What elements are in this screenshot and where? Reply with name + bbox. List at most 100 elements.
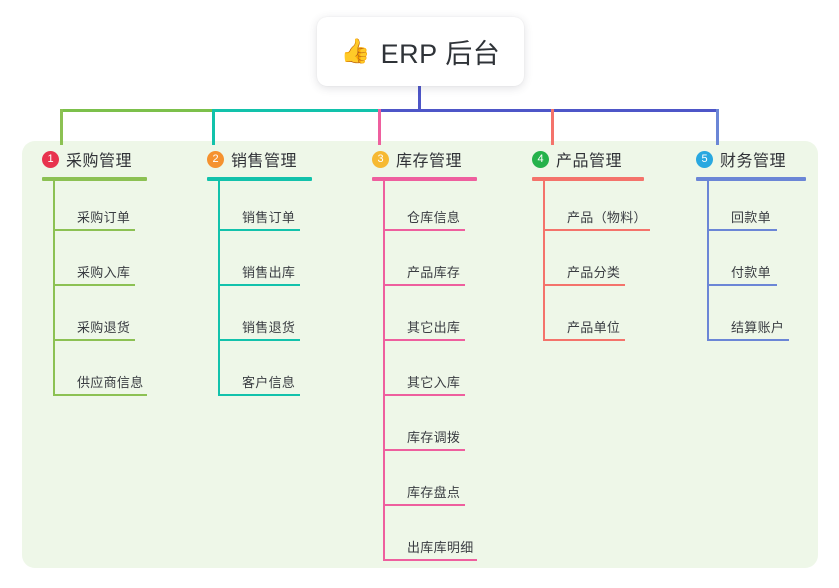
column-header-sales[interactable]: 2 销售管理 bbox=[207, 148, 312, 170]
menu-item-rule bbox=[707, 339, 789, 341]
menu-item[interactable]: 付款单 bbox=[707, 262, 777, 286]
menu-item[interactable]: 结算账户 bbox=[707, 317, 789, 341]
menu-item[interactable]: 采购入库 bbox=[53, 262, 135, 286]
column-title-sales: 销售管理 bbox=[231, 153, 298, 170]
menu-item[interactable]: 库存盘点 bbox=[383, 482, 465, 506]
menu-item[interactable]: 其它出库 bbox=[383, 317, 465, 341]
menu-item[interactable]: 采购订单 bbox=[53, 207, 135, 231]
column-badge-finance: 5 bbox=[696, 150, 713, 168]
column-spine-finance bbox=[707, 181, 709, 341]
menu-item[interactable]: 客户信息 bbox=[218, 372, 300, 396]
menu-item-label: 供应商信息 bbox=[77, 375, 144, 390]
page-title: ERP 后台 bbox=[380, 39, 501, 69]
bus-violet bbox=[378, 109, 719, 112]
menu-item-label: 客户信息 bbox=[242, 375, 296, 390]
column-badge-sales: 2 bbox=[207, 150, 224, 168]
menu-item[interactable]: 销售出库 bbox=[218, 262, 300, 286]
menu-item[interactable]: 采购退货 bbox=[53, 317, 135, 341]
menu-item-rule bbox=[543, 229, 650, 231]
menu-item[interactable]: 销售订单 bbox=[218, 207, 300, 231]
menu-item-label: 产品单位 bbox=[567, 320, 621, 335]
menu-item[interactable]: 产品（物料） bbox=[543, 207, 650, 231]
menu-item-label: 销售退货 bbox=[242, 320, 296, 335]
column-product: 4 产品管理产品（物料） 产品分类产品单位 bbox=[532, 148, 650, 341]
menu-item-label: 库存盘点 bbox=[407, 485, 461, 500]
menu-item[interactable]: 销售退货 bbox=[218, 317, 300, 341]
menu-item-rule bbox=[218, 339, 300, 341]
content-panel bbox=[22, 141, 818, 568]
connector-drop-purchase bbox=[60, 109, 63, 145]
menu-item-rule bbox=[383, 284, 465, 286]
connector-drop-inventory bbox=[378, 109, 381, 145]
column-header-finance[interactable]: 5 财务管理 bbox=[696, 148, 806, 170]
column-spine-sales bbox=[218, 181, 220, 396]
root-title-card[interactable]: 👍 ERP 后台 bbox=[317, 17, 524, 86]
menu-item-rule bbox=[707, 284, 777, 286]
menu-item[interactable]: 其它入库 bbox=[383, 372, 465, 396]
menu-item-label: 采购订单 bbox=[77, 210, 131, 225]
menu-item-label: 产品分类 bbox=[567, 265, 621, 280]
menu-item-label: 出库库明细 bbox=[407, 540, 474, 555]
column-underline-sales bbox=[207, 177, 312, 181]
bus-teal bbox=[212, 109, 378, 112]
menu-item[interactable]: 出库库明细 bbox=[383, 537, 477, 561]
menu-item-rule bbox=[383, 504, 465, 506]
column-title-product: 产品管理 bbox=[556, 153, 623, 170]
menu-item-rule bbox=[707, 229, 777, 231]
column-badge-inventory: 3 bbox=[372, 150, 389, 168]
menu-item-label: 仓库信息 bbox=[407, 210, 461, 225]
menu-item[interactable]: 产品单位 bbox=[543, 317, 625, 341]
menu-item-rule bbox=[543, 339, 625, 341]
menu-item[interactable]: 产品分类 bbox=[543, 262, 625, 286]
menu-item-label: 采购入库 bbox=[77, 265, 131, 280]
menu-item-label: 销售订单 bbox=[242, 210, 296, 225]
column-inventory: 3 库存管理仓库信息产品库存其它出库其它入库库存调拨库存盘点出库库明细 bbox=[372, 148, 477, 561]
menu-item-rule bbox=[383, 559, 477, 561]
thumbs-up-icon: 👍 bbox=[340, 37, 371, 65]
menu-item-label: 库存调拨 bbox=[407, 430, 461, 445]
menu-item-rule bbox=[383, 229, 465, 231]
menu-item-label: 销售出库 bbox=[242, 265, 296, 280]
menu-item-rule bbox=[53, 229, 135, 231]
menu-item-label: 付款单 bbox=[731, 265, 771, 280]
menu-item[interactable]: 仓库信息 bbox=[383, 207, 465, 231]
menu-item-label: 回款单 bbox=[731, 210, 771, 225]
column-title-finance: 财务管理 bbox=[720, 153, 787, 170]
column-underline-finance bbox=[696, 177, 806, 181]
column-spine-product bbox=[543, 181, 545, 341]
menu-item-rule bbox=[53, 284, 135, 286]
connector-drop-sales bbox=[212, 109, 215, 145]
menu-item-label: 产品库存 bbox=[407, 265, 461, 280]
menu-item[interactable]: 产品库存 bbox=[383, 262, 465, 286]
bus-green bbox=[60, 109, 212, 112]
column-header-product[interactable]: 4 产品管理 bbox=[532, 148, 644, 170]
menu-item-rule bbox=[218, 229, 300, 231]
menu-item[interactable]: 库存调拨 bbox=[383, 427, 465, 451]
menu-item-label: 其它入库 bbox=[407, 375, 461, 390]
menu-item-label: 其它出库 bbox=[407, 320, 461, 335]
root-connector-stem bbox=[418, 84, 421, 111]
column-badge-product: 4 bbox=[532, 150, 549, 168]
menu-item-rule bbox=[383, 449, 465, 451]
menu-item-label: 结算账户 bbox=[731, 320, 785, 335]
column-title-inventory: 库存管理 bbox=[396, 153, 463, 170]
column-sales: 2 销售管理销售订单销售出库销售退货客户信息 bbox=[207, 148, 312, 396]
menu-item-label: 产品（物料） bbox=[567, 210, 647, 225]
column-underline-purchase bbox=[42, 177, 147, 181]
connector-drop-product bbox=[551, 109, 554, 145]
column-underline-inventory bbox=[372, 177, 477, 181]
column-header-inventory[interactable]: 3 库存管理 bbox=[372, 148, 477, 170]
column-spine-purchase bbox=[53, 181, 55, 396]
menu-item-rule bbox=[53, 394, 147, 396]
menu-item-rule bbox=[218, 394, 300, 396]
menu-item-rule bbox=[53, 339, 135, 341]
connector-drop-finance bbox=[716, 109, 719, 145]
menu-item[interactable]: 供应商信息 bbox=[53, 372, 147, 396]
column-finance: 5 财务管理回款单付款单结算账户 bbox=[696, 148, 806, 341]
menu-item-rule bbox=[383, 339, 465, 341]
menu-item-rule bbox=[543, 284, 625, 286]
column-badge-purchase: 1 bbox=[42, 150, 59, 168]
menu-item[interactable]: 回款单 bbox=[707, 207, 777, 231]
